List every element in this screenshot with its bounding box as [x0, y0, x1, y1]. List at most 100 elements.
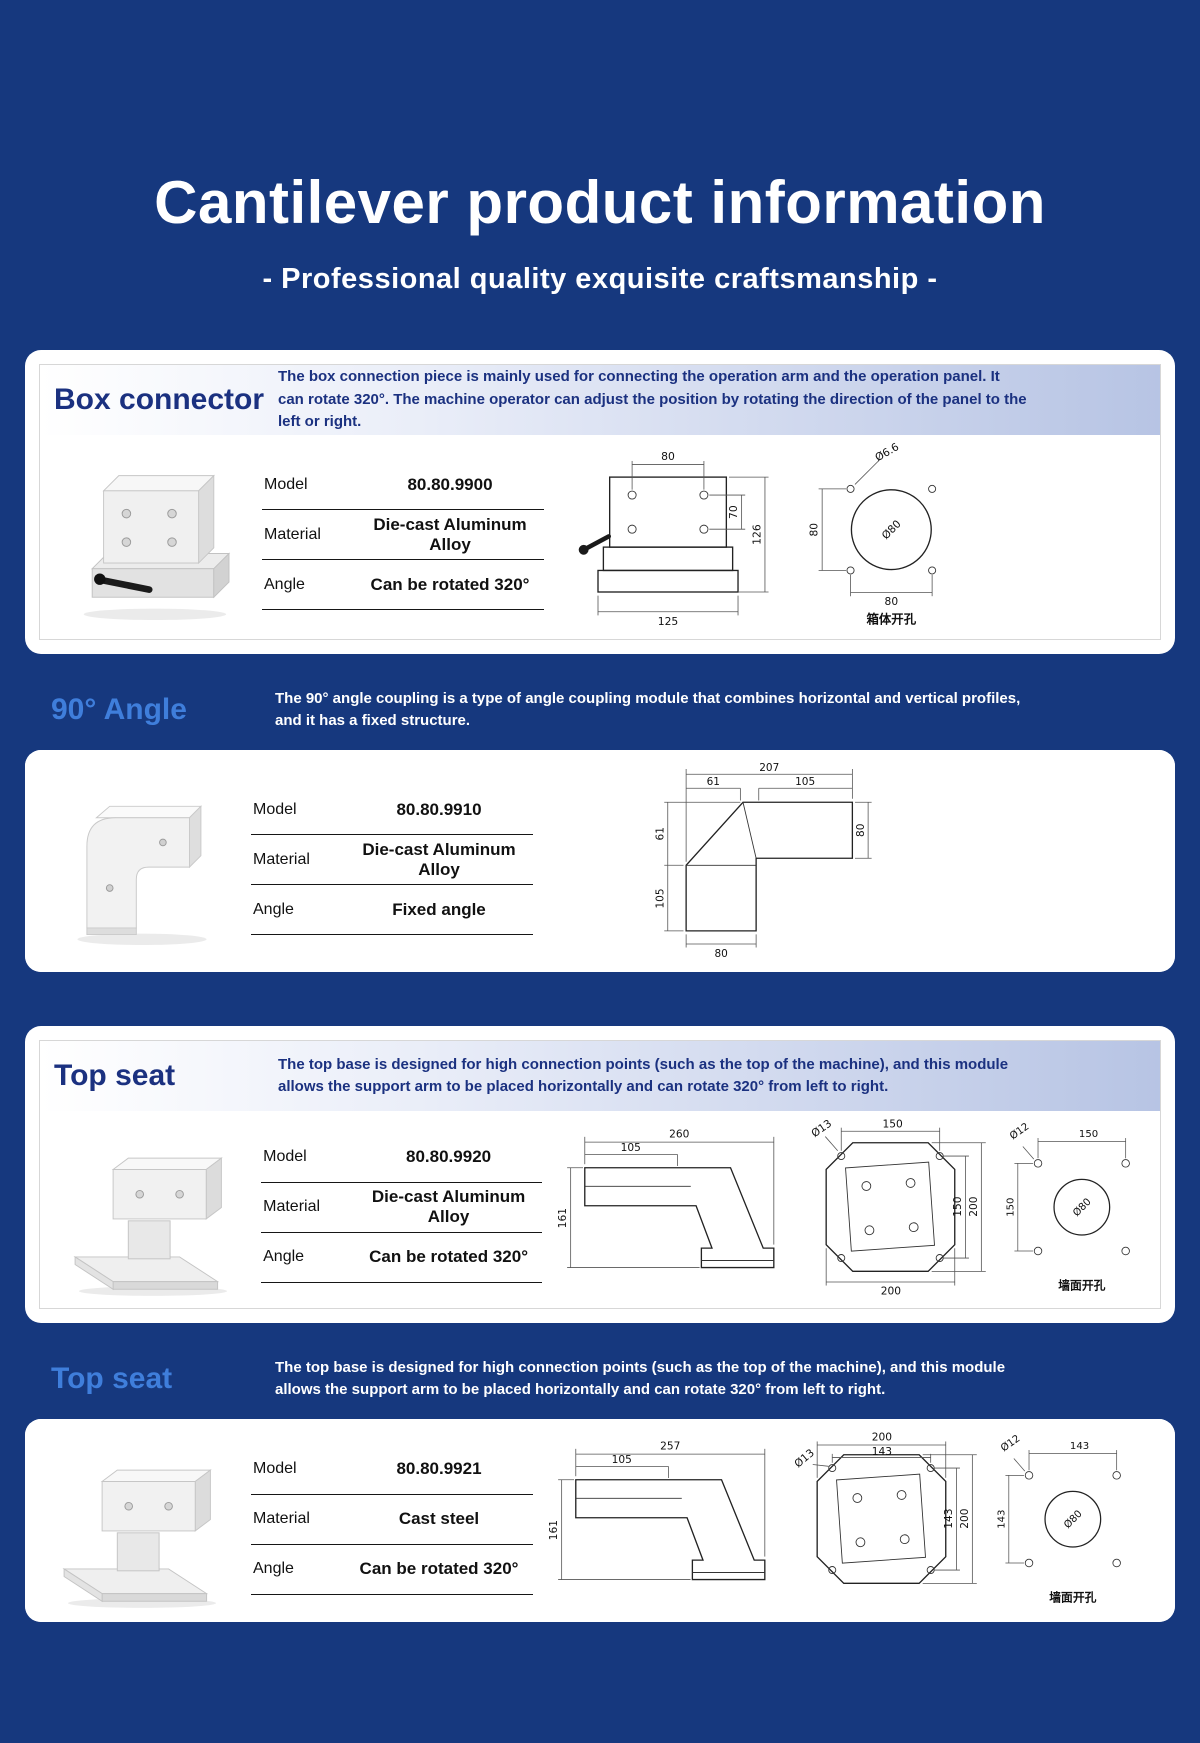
- angle-drawings: 207 61 105 80 61 1: [533, 760, 1167, 960]
- spec-value: Die-cast Aluminum Alloy: [362, 839, 516, 879]
- section-description: The 90° angle coupling is a type of angl…: [275, 689, 1021, 730]
- dim-label: 150: [1006, 1197, 1017, 1216]
- dim-label: 260: [669, 1129, 689, 1141]
- angle-body: Model 80.80.9910 Material Die-cast Alumi…: [25, 750, 1175, 972]
- spec-table: Model 80.80.9910 Material Die-cast Alumi…: [251, 785, 533, 935]
- spec-table: Model 80.80.9900 Material Die-cast Alumi…: [262, 460, 544, 610]
- dim-label: 105: [621, 1142, 641, 1154]
- spec-row-angle: Angle Can be rotated 320°: [262, 560, 544, 610]
- spec-value: 80.80.9910: [396, 799, 482, 819]
- page-title: Cantilever product information: [154, 169, 1046, 236]
- spec-value: Can be rotated 320°: [370, 574, 530, 594]
- dim-label: 161: [558, 1208, 569, 1228]
- dim-label: 150: [883, 1118, 904, 1131]
- angle-header: 90° Angle The 90° angle coupling is a ty…: [25, 678, 1175, 742]
- top-seat-1-body: Model 80.80.9920 Material Die-cast Alumi…: [40, 1111, 1160, 1308]
- dim-label: Ø6.6: [873, 441, 902, 464]
- angle-product-image: [33, 772, 251, 948]
- spec-value: Die-cast Aluminum Alloy: [371, 1187, 526, 1226]
- dim-label: 105: [795, 776, 815, 788]
- spec-row-model: Model 80.80.9920: [261, 1133, 542, 1183]
- spec-table: Model 80.80.9920 Material Die-cast Alumi…: [261, 1133, 542, 1283]
- angle-card: Model 80.80.9910 Material Die-cast Alumi…: [25, 750, 1175, 972]
- spec-row-model: Model 80.80.9910: [251, 785, 533, 835]
- dim-label: 200: [881, 1284, 902, 1297]
- spec-row-material: Material Cast steel: [251, 1495, 533, 1545]
- dim-label: 125: [658, 615, 679, 627]
- spec-table: Model 80.80.9921 Material Cast steel Ang…: [251, 1445, 533, 1595]
- spec-row-material: Material Die-cast Aluminum Alloy: [261, 1183, 542, 1233]
- dim-label: Ø13: [809, 1117, 834, 1140]
- dim-label: Ø80: [1070, 1195, 1093, 1218]
- box-connector-photo-illustration: [83, 474, 231, 621]
- top-seat-1-face-drawing: Ø13 150 150 200 200: [809, 1117, 986, 1297]
- spec-row-material: Material Die-cast Aluminum Alloy: [262, 510, 544, 560]
- box-connector-header: Box connector The box connection piece i…: [40, 365, 1160, 435]
- dim-label: 61: [654, 827, 666, 840]
- dim-label: 200: [958, 1508, 971, 1529]
- top-seat-2-wall-holes-drawing: Ø80 143 Ø12 143 墙面开孔: [997, 1433, 1121, 1604]
- section-title: 90° Angle: [51, 693, 187, 726]
- top-seat-1-wall-holes-drawing: Ø80 150 Ø12 150 墙面开孔: [1006, 1121, 1130, 1292]
- dim-label: 150: [1079, 1129, 1098, 1140]
- dim-label: 126: [750, 524, 763, 545]
- angle-photo-illustration: [77, 805, 207, 946]
- box-connector-card: Box connector The box connection piece i…: [39, 364, 1161, 640]
- top-seat-2-body: Model 80.80.9921 Material Cast steel Ang…: [25, 1419, 1175, 1622]
- box-connector-hole-pattern-drawing: Ø80 Ø6.6 80 80 箱体开孔: [808, 441, 937, 627]
- section-box-connector: Box connector The box connection piece i…: [25, 350, 1175, 654]
- spec-value: 80.80.9921: [396, 1459, 482, 1478]
- dim-label: 150: [951, 1196, 964, 1217]
- spec-row-angle: Angle Can be rotated 320°: [251, 1545, 533, 1595]
- spec-label: Model: [264, 475, 308, 493]
- top-seat-2-card: Model 80.80.9921 Material Cast steel Ang…: [25, 1419, 1175, 1622]
- spec-value: 80.80.9920: [406, 1147, 492, 1166]
- top-seat-photo-illustration: [62, 1468, 217, 1608]
- angle-elbow-drawing: 207 61 105 80 61 1: [654, 762, 872, 960]
- dim-label: 257: [660, 1441, 680, 1453]
- spec-label: Angle: [253, 900, 294, 918]
- section-title: Top seat: [54, 1059, 176, 1092]
- spec-row-angle: Angle Fixed angle: [251, 885, 533, 935]
- spec-row-angle: Angle Can be rotated 320°: [261, 1233, 542, 1283]
- top-seat-2-face-drawing: 200 143 Ø13 143 200: [795, 1431, 977, 1585]
- box-connector-front-drawing: 80 70 126 125: [578, 450, 769, 627]
- spec-label: Angle: [264, 575, 305, 593]
- drawing-caption: 墙面开孔: [1058, 1278, 1105, 1292]
- spec-label: Material: [253, 850, 310, 868]
- box-connector-product-image: [44, 447, 262, 623]
- dim-label: Ø80: [879, 517, 904, 542]
- top-seat-1-product-image: [44, 1120, 261, 1296]
- dim-label: 161: [549, 1520, 560, 1540]
- spec-value: Fixed angle: [392, 899, 486, 919]
- spec-value: Cast steel: [398, 1509, 480, 1528]
- spec-value: 80.80.9900: [407, 474, 493, 494]
- top-seat-2-drawings: 257 105 161: [533, 1429, 1167, 1610]
- section-description: The top base is designed for high connec…: [275, 1358, 1006, 1399]
- page-subtitle: - Professional quality exquisite craftsm…: [262, 263, 938, 295]
- dim-label: 143: [1070, 1441, 1089, 1452]
- dim-label: 200: [872, 1431, 893, 1444]
- dim-label: 105: [654, 888, 666, 908]
- section-90-angle: 90° Angle The 90° angle coupling is a ty…: [0, 678, 1200, 972]
- spec-row-model: Model 80.80.9921: [251, 1445, 533, 1495]
- spec-label: Model: [253, 800, 297, 818]
- dim-label: 80: [661, 450, 675, 463]
- dim-label: 143: [872, 1445, 892, 1458]
- dim-label: 70: [727, 505, 740, 519]
- dim-label: 80: [808, 523, 821, 537]
- spec-row-model: Model 80.80.9900: [262, 460, 544, 510]
- dim-label: 80: [855, 824, 867, 837]
- dim-label: 61: [707, 776, 720, 788]
- dim-label: Ø12: [998, 1433, 1022, 1454]
- top-seat-2-product-image: [33, 1432, 251, 1608]
- top-seat-photo-illustration: [73, 1156, 227, 1296]
- top-seat-2-side-drawing: 257 105 161: [549, 1441, 766, 1581]
- dim-label: 143: [997, 1509, 1008, 1528]
- dim-label: 80: [885, 595, 899, 608]
- section-description: The box connection piece is mainly used …: [278, 368, 1027, 431]
- spec-label: Model: [263, 1148, 307, 1165]
- dim-label: 207: [759, 762, 779, 774]
- hero: Cantilever product information - Profess…: [0, 0, 1200, 296]
- spec-label: Model: [253, 1460, 297, 1477]
